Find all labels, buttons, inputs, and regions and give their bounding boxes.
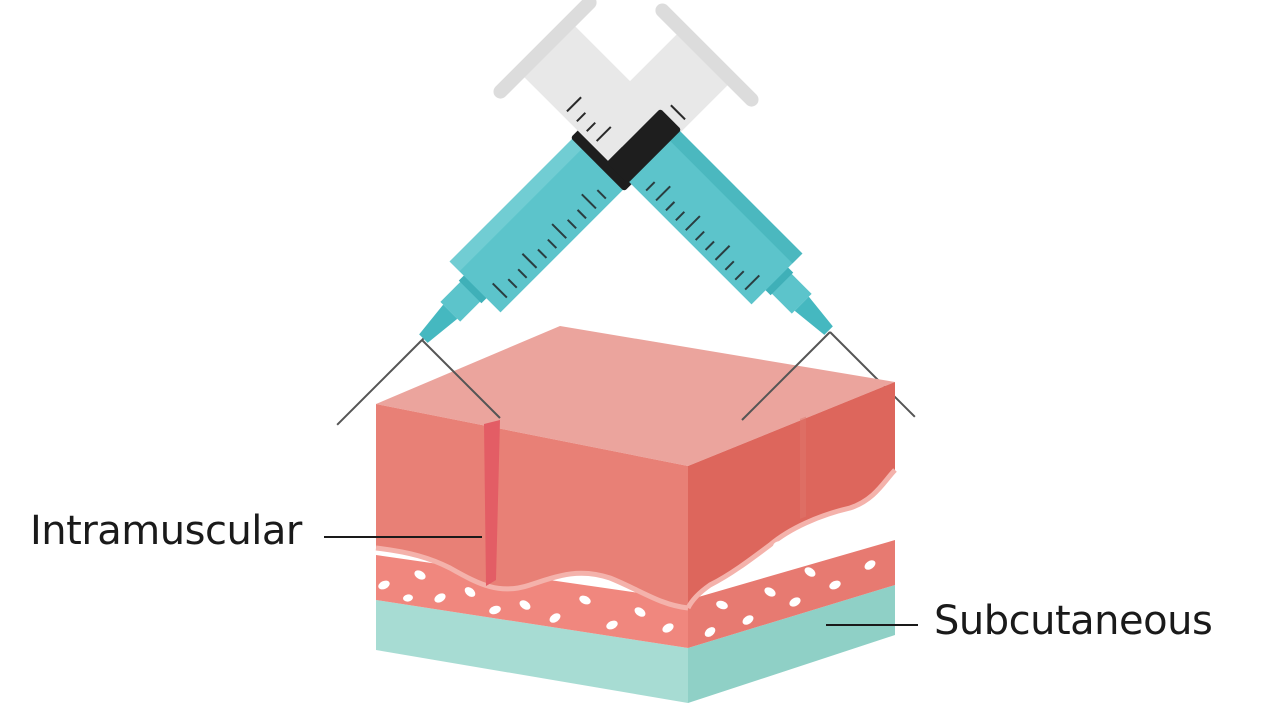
base-front-face: [376, 600, 688, 703]
muscle-side-face: [688, 382, 895, 608]
right-syringe-icon: [493, 0, 916, 418]
muscle-top-face: [376, 326, 895, 466]
intramuscular-track: [484, 420, 500, 586]
tissue-block: [375, 326, 897, 703]
intramuscular-label: Intramuscular: [30, 508, 302, 554]
base-side-face: [688, 585, 895, 703]
right-barrel-empty: [521, 23, 659, 161]
left-needle-hub: [419, 304, 458, 343]
right-needle: [829, 331, 916, 418]
left-needle-shaft: [421, 339, 501, 419]
left-barrel-fluid: [449, 137, 625, 313]
left-flange: [655, 3, 759, 107]
right-needle-shaft: [741, 331, 831, 421]
right-barrel-fluid: [627, 129, 803, 305]
fat-globules: [378, 501, 890, 637]
right-plunger-seal: [607, 109, 681, 183]
fat-side-face: [688, 540, 895, 648]
right-flange: [493, 0, 597, 99]
subcutaneous-label: Subcutaneous: [934, 598, 1213, 644]
muscle-front-face: [376, 404, 688, 608]
right-needle-hub: [794, 296, 833, 335]
